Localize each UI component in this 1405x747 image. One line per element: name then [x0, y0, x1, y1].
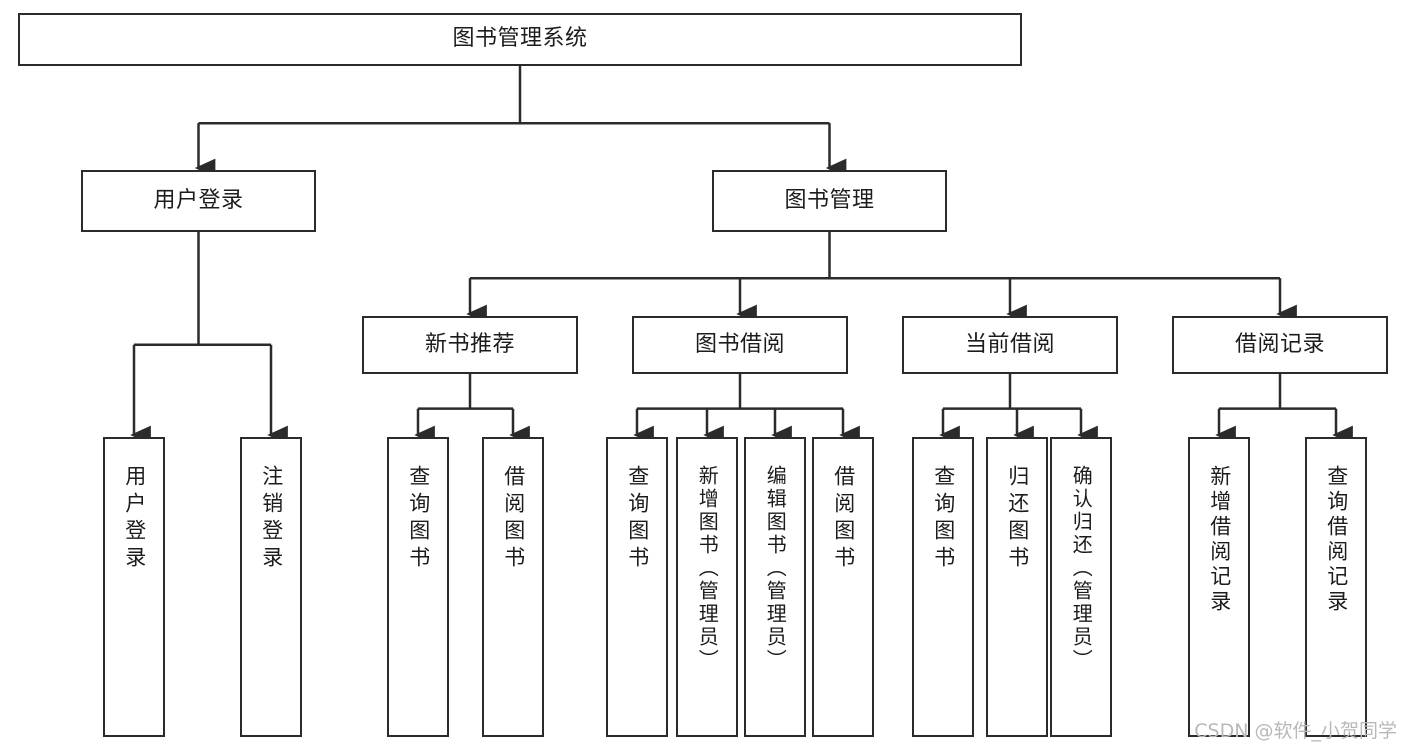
node-leaf_add_record[interactable]: 新增借阅记录	[1188, 437, 1250, 737]
node-label: 查询图书	[406, 465, 431, 573]
node-label: 注销登录	[259, 465, 284, 573]
node-label: 借阅记录	[1234, 331, 1325, 357]
node-leaf_query_book_3[interactable]: 查询图书	[912, 437, 974, 737]
node-label: 查询图书	[931, 465, 956, 573]
edge-group	[130, 66, 1353, 445]
node-leaf_borrow_book_2[interactable]: 借阅图书	[812, 437, 874, 737]
node-leaf_borrow_book_1[interactable]: 借阅图书	[482, 437, 544, 737]
node-label: 查询借阅记录	[1324, 465, 1349, 615]
node-leaf_query_book_1[interactable]: 查询图书	[387, 437, 449, 737]
node-leaf_add_book[interactable]: 新增图书（管理员）	[676, 437, 738, 737]
node-leaf_edit_book[interactable]: 编辑图书（管理员）	[744, 437, 806, 737]
node-label: 新增借阅记录	[1207, 465, 1232, 615]
node-leaf_user_logout[interactable]: 注销登录	[240, 437, 302, 737]
node-leaf_confirm_return[interactable]: 确认归还（管理员）	[1050, 437, 1112, 737]
node-label: 查询图书	[625, 465, 650, 573]
node-label: 新增图书（管理员）	[695, 465, 720, 672]
node-label: 图书借阅	[694, 331, 785, 357]
node-label: 确认归还（管理员）	[1069, 465, 1094, 672]
node-root[interactable]: 图书管理系统	[18, 13, 1022, 66]
node-borrow_record[interactable]: 借阅记录	[1172, 316, 1388, 374]
node-current_borrow[interactable]: 当前借阅	[902, 316, 1118, 374]
node-label: 新书推荐	[424, 331, 515, 357]
node-label: 借阅图书	[501, 465, 526, 573]
watermark-text: CSDN @软件_小贺同学	[1194, 720, 1397, 742]
node-leaf_return_book[interactable]: 归还图书	[986, 437, 1048, 737]
node-label: 当前借阅	[964, 331, 1055, 357]
node-label: 用户登录	[122, 465, 147, 573]
node-label: 图书管理	[784, 187, 875, 213]
node-book_borrow[interactable]: 图书借阅	[632, 316, 848, 374]
node-label: 借阅图书	[831, 465, 856, 573]
node-label: 用户登录	[153, 187, 244, 213]
node-label: 归还图书	[1005, 465, 1030, 573]
node-leaf_query_record[interactable]: 查询借阅记录	[1305, 437, 1367, 737]
node-leaf_query_book_2[interactable]: 查询图书	[606, 437, 668, 737]
node-leaf_user_login[interactable]: 用户登录	[103, 437, 165, 737]
node-label: 编辑图书（管理员）	[763, 465, 788, 672]
node-new_book_rec[interactable]: 新书推荐	[362, 316, 578, 374]
node-label: 图书管理系统	[452, 26, 588, 52]
node-user_login[interactable]: 用户登录	[81, 170, 316, 232]
node-book_manage[interactable]: 图书管理	[712, 170, 947, 232]
